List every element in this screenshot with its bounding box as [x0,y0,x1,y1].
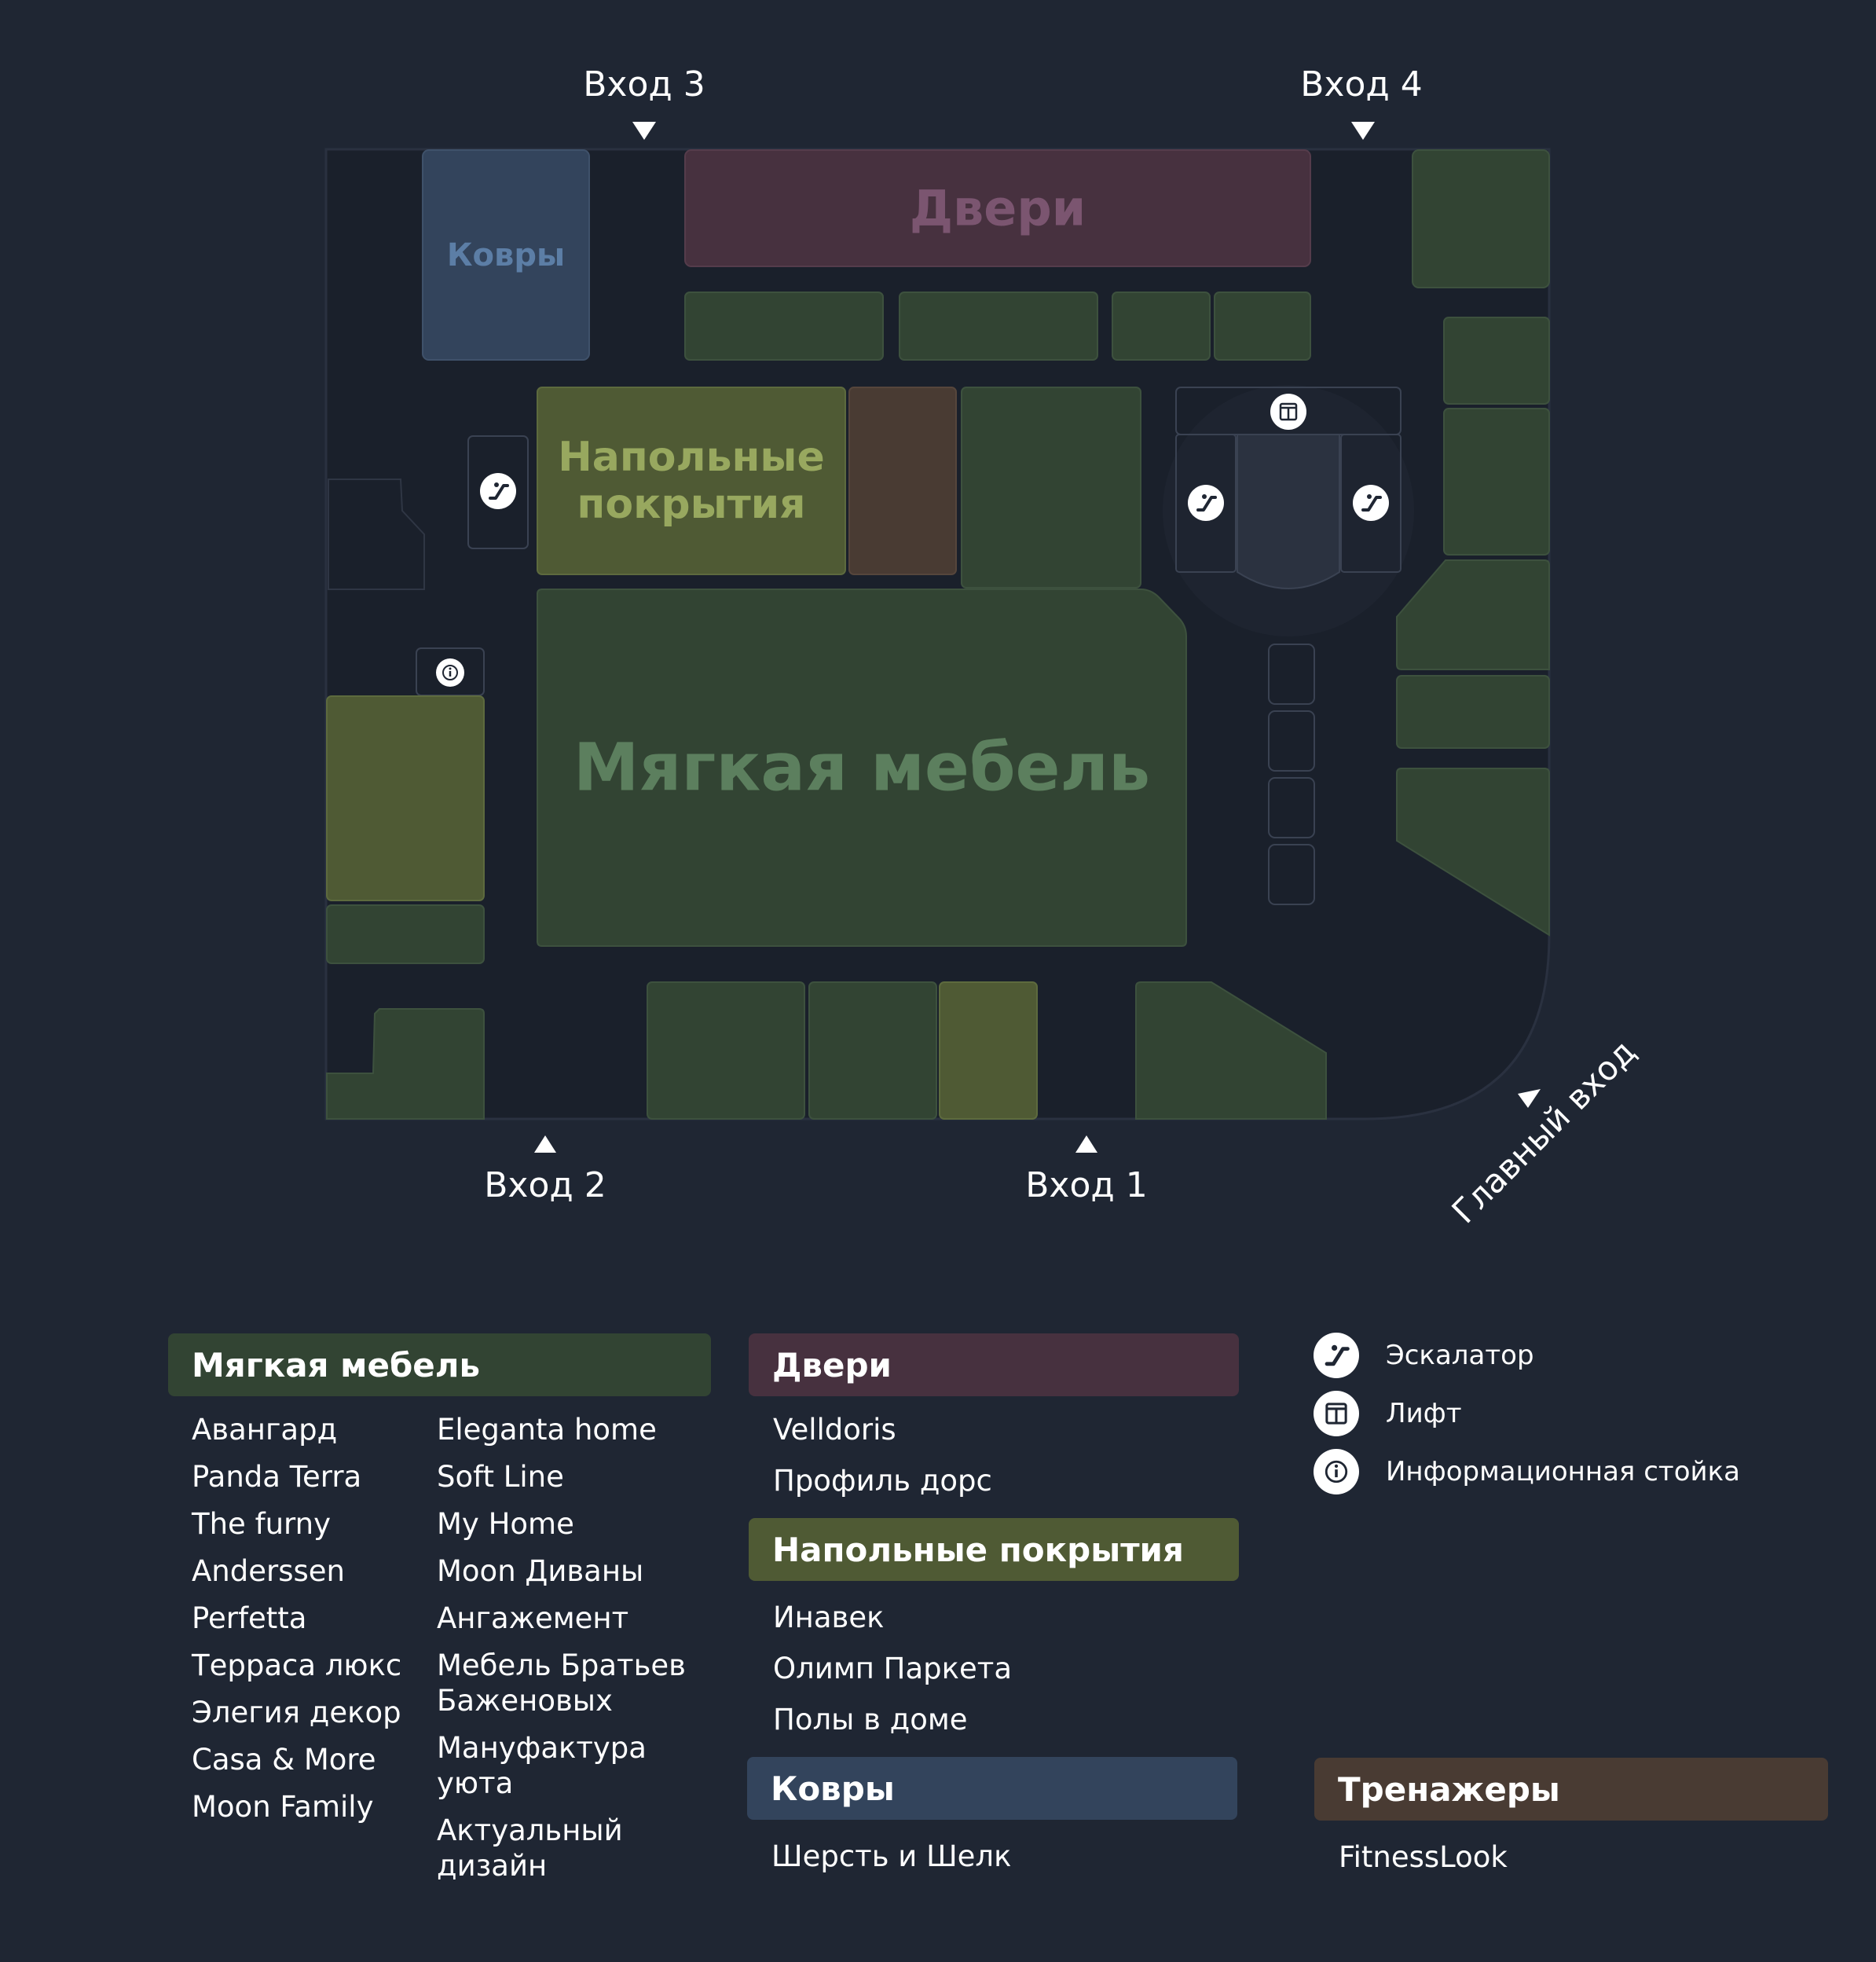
map-label-sofa: Мягкая мебель [573,728,1151,806]
list-item: Полы в доме [773,1703,968,1736]
list-item: Шерсть и Шелк [771,1839,1012,1873]
map-label-doors: Двери [909,179,1086,237]
legend-list-sofa-col2: Eleganta home Soft Line My Home Moon Див… [437,1412,720,1895]
zone-floor-covering [537,387,846,575]
list-item: Элегия декор [192,1696,401,1729]
info-icon [1314,1449,1359,1494]
list-item: Eleganta home [437,1413,657,1447]
legend-list-fitness: FitnessLook [1339,1839,1810,1890]
store-l2 [326,904,485,964]
escalator-box-left-side [467,435,529,549]
info-icon[interactable] [436,658,464,687]
store-l3 [326,1008,485,1120]
legend-header-doors: Двери [749,1333,1239,1396]
list-item: My Home [437,1507,574,1541]
store-r2 [1443,408,1550,556]
escalator-icon[interactable] [480,473,516,509]
store-a4 [1214,292,1311,361]
list-item: Мануфактура уюта [437,1731,647,1800]
legend-header-fitness: Тренажеры [1314,1758,1828,1821]
entrance-label-4: Вход 4 [1300,64,1423,105]
store-r4 [1396,675,1550,749]
legend-symbol-label: Лифт [1386,1398,1462,1429]
entrance-arrow-4 [1351,122,1375,140]
list-item: Терраса люкс [192,1648,402,1682]
list-item: Anderssen [192,1554,345,1588]
legend-symbol-info: Информационная стойка [1314,1449,1740,1494]
escalator-icon[interactable] [1353,485,1389,521]
elevator-icon [1314,1391,1359,1436]
zone-carpets [422,149,590,361]
kiosk-3 [1268,777,1315,838]
zone-fitness [848,387,957,575]
store-b1 [647,981,805,1120]
list-item: Авангард [192,1413,338,1447]
list-item: Soft Line [437,1460,564,1494]
elevator-icon[interactable] [1270,394,1306,430]
map-label-floor-line1: Напольные [558,434,825,482]
store-b2 [808,981,937,1120]
list-item: Moon Диваны [437,1554,644,1588]
map-label-floor-covering: Напольные покрытия [558,434,825,529]
store-b3 [939,981,1038,1120]
store-a3 [1112,292,1211,361]
list-item: Ангажемент [437,1601,629,1635]
legend-list-carpets: Шерсть и Шелк [771,1839,1211,1890]
escalator-box-left [1175,434,1237,573]
list-item: Инавек [773,1601,885,1634]
list-item: Panda Terra [192,1460,362,1494]
list-item: Moon Family [192,1790,374,1824]
entrance-arrow-1 [1075,1135,1097,1153]
kiosk-1 [1268,644,1315,705]
entrance-arrow-3 [632,122,656,140]
map-label-carpets: Ковры [446,237,566,273]
entrance-label-3: Вход 3 [583,64,705,105]
store-r3 [1396,559,1550,670]
list-item: Профиль дорс [773,1464,992,1498]
store-l1 [326,695,485,901]
legend-list-doors: Velldoris Профиль дорс [773,1412,1213,1514]
list-item: Velldoris [773,1413,896,1447]
kiosk-4 [1268,844,1315,905]
zone-sofa [537,589,1187,947]
escalator-icon [1314,1333,1359,1378]
floor-map [324,122,1551,1153]
legend-list-sofa-col1: Авангард Panda Terra The furny Anderssen… [192,1412,427,1836]
escalator-box-right [1340,434,1402,573]
legend-header-carpets: Ковры [747,1757,1237,1820]
store-left-outline [328,479,425,590]
entrance-label-1: Вход 1 [1025,1165,1148,1205]
store-top-right [1412,149,1550,288]
store-center-top [961,387,1141,589]
store-b4 [1135,981,1327,1120]
list-item: Perfetta [192,1601,307,1635]
legend-symbol-label: Информационная стойка [1386,1456,1740,1487]
hub-center [1237,434,1340,589]
store-r5 [1396,768,1550,937]
list-item: Олимп Паркета [773,1652,1013,1685]
legend-list-floor-covering: Инавек Олимп Паркета Полы в доме [773,1600,1213,1753]
list-item: Мебель Братьев Баженовых [437,1648,686,1718]
list-item: Casa & More [192,1743,376,1777]
list-item: The furny [192,1507,331,1541]
map-label-floor-line2: покрытия [577,481,806,528]
store-a1 [684,292,884,361]
escalator-icon[interactable] [1188,485,1224,521]
legend-header-floor-covering: Напольные покрытия [749,1518,1239,1581]
entrance-arrow-main [1518,1089,1541,1108]
zone-doors [684,149,1311,267]
list-item: FitnessLook [1339,1840,1508,1874]
legend-symbol-escalator: Эскалатор [1314,1333,1534,1378]
store-a2 [899,292,1098,361]
list-item: Актуальный дизайн [437,1813,623,1883]
entrance-label-2: Вход 2 [484,1165,606,1205]
store-r1 [1443,317,1550,405]
legend-symbol-elevator: Лифт [1314,1391,1462,1436]
legend-header-sofa: Мягкая мебель [168,1333,711,1396]
entrance-arrow-2 [534,1135,556,1153]
kiosk-2 [1268,710,1315,772]
legend-symbol-label: Эскалатор [1386,1340,1534,1371]
